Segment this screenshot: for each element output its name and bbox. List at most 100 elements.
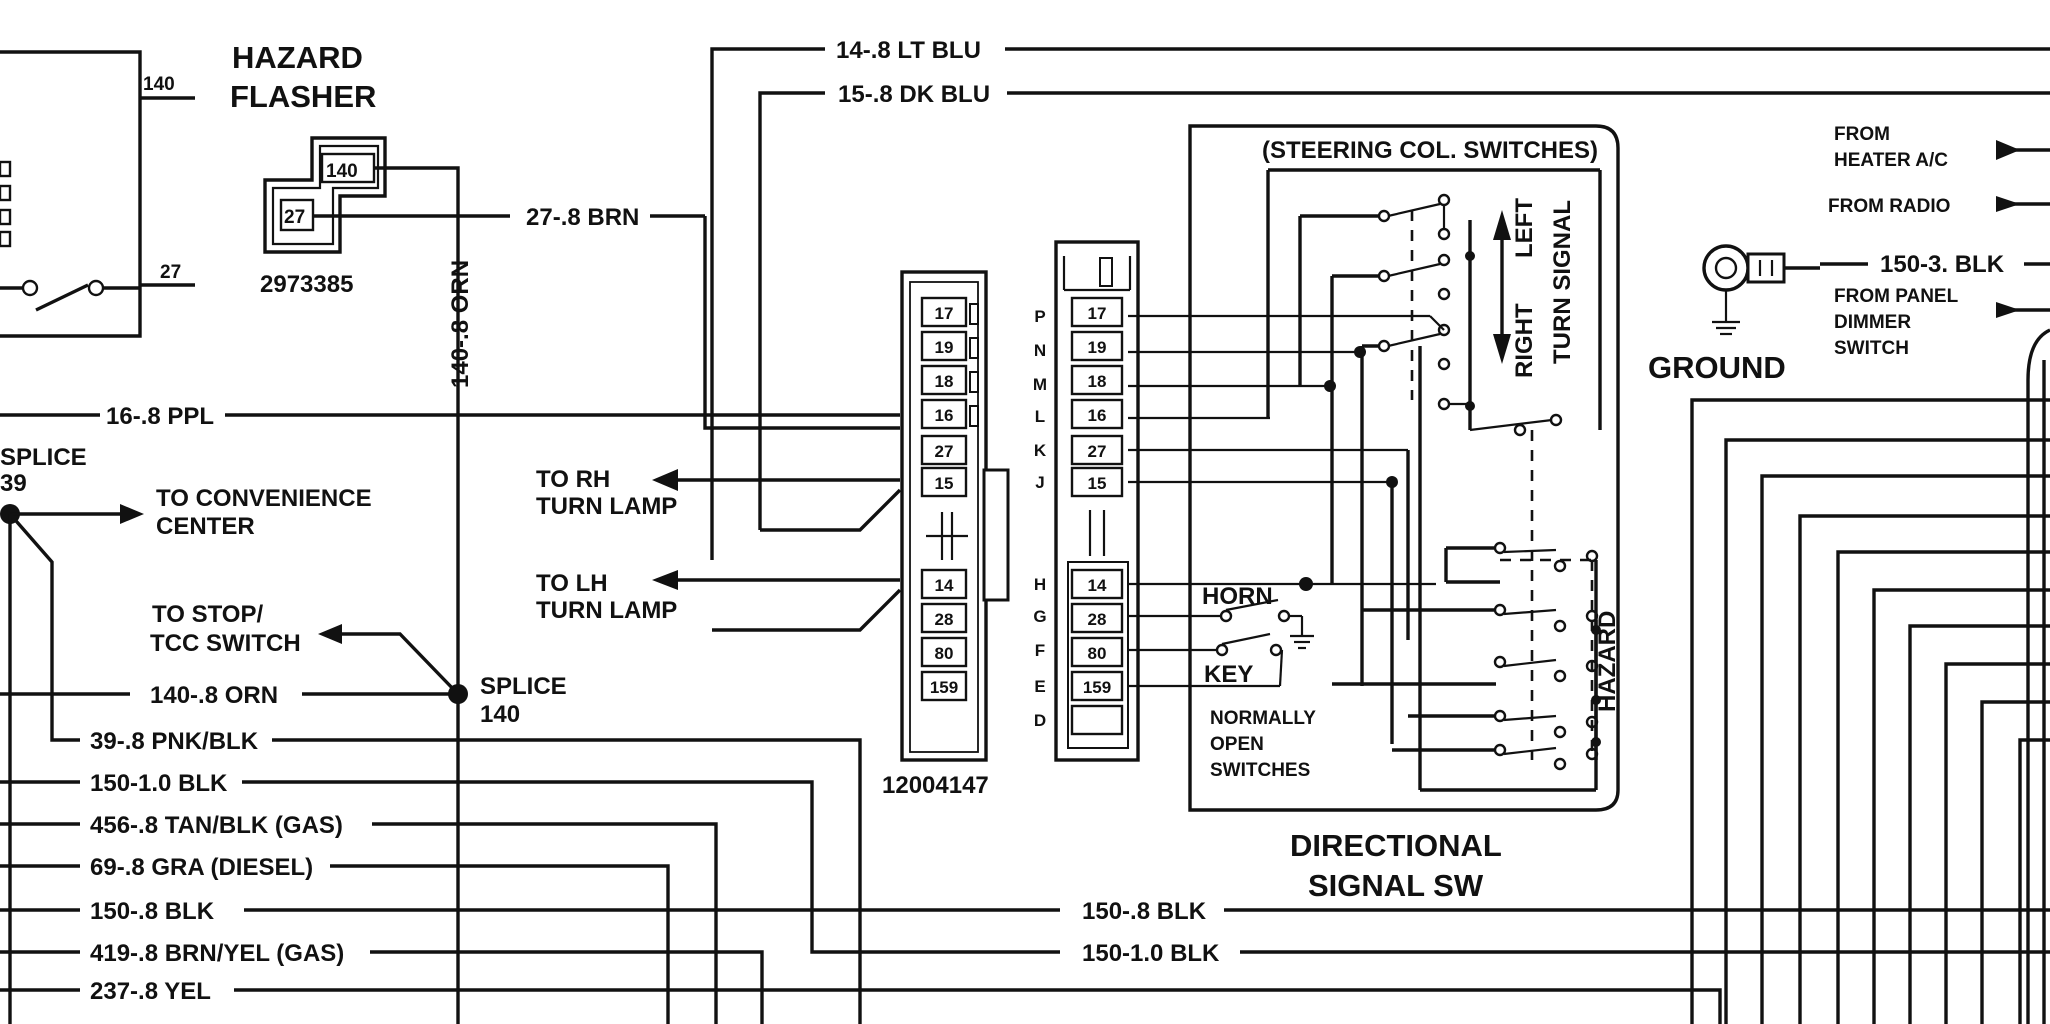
right-connector-cell-label: 18 (1088, 372, 1107, 391)
bundle-wire (1980, 700, 2050, 1024)
right-connector-cell-frame (1070, 398, 1124, 430)
ground-terminal-icon (1702, 244, 1820, 336)
left-connector-cell-frame (920, 364, 968, 396)
normally-open-label-3: SWITCHES (1210, 760, 1310, 781)
from-heater-label-1: FROM (1834, 124, 1890, 145)
bundle-wire (1724, 438, 2050, 1024)
bundle-wire (1690, 398, 2050, 1024)
right-connector-cell-frame (1070, 330, 1124, 362)
left-connector-cell-frame (920, 296, 968, 328)
pin-letter: M (1033, 375, 1047, 394)
right-connector-cell-frame (1070, 568, 1124, 600)
right-connector-cell-label: 17 (1088, 304, 1107, 323)
left-component-box: 140 27 (0, 50, 195, 338)
left-box-terminal-140: 140 (143, 74, 175, 95)
pin-letter: K (1034, 441, 1047, 460)
key-label: KEY (1204, 661, 1253, 688)
hazard-switch-blade (1503, 714, 1557, 722)
left-connector-cell-label: 14 (935, 576, 954, 595)
wire-label-237-yel: 237-.8 YEL (90, 978, 211, 1005)
pin-letter: H (1034, 575, 1046, 594)
wire-label-15-dk-blu: 15-.8 DK BLU (838, 81, 990, 108)
wire-label-150-1-0-blk-center: 150-1.0 BLK (1082, 940, 1220, 967)
hazard-contact (1493, 655, 1507, 669)
pin-letter: D (1034, 711, 1046, 730)
right-side-group: FROM HEATER A/C FROM RADIO 150-3. BLK FR… (1648, 124, 2050, 1024)
left-connector-cell-frame (920, 466, 968, 498)
hazard-switch-blade (1503, 548, 1557, 554)
pin-letter: J (1035, 473, 1044, 492)
hazard-junction (1591, 695, 1601, 705)
right-connector-cell-label: 15 (1088, 474, 1107, 493)
pin-letter: L (1035, 407, 1045, 426)
bundle-wire (1908, 624, 2050, 1024)
to-lh-label-1: TO LH (536, 570, 608, 597)
connector-part-number: 12004147 (882, 772, 989, 799)
left-connector-cell-label: 16 (935, 406, 954, 425)
to-stop-label-2: TCC SWITCH (150, 630, 301, 657)
to-rh-label-1: TO RH (536, 466, 610, 493)
right-connector-cell-frame (1070, 602, 1124, 634)
from-panel-label-3: SWITCH (1834, 338, 1909, 359)
from-panel-label-2: DIMMER (1834, 312, 1911, 333)
left-connector-cell-frame (920, 434, 968, 466)
left-connector-cell-label: 15 (935, 474, 954, 493)
normally-open-label-1: NORMALLY (1210, 708, 1316, 729)
hazard-switch-blade (1503, 658, 1557, 668)
left-connector-cell-frame (920, 398, 968, 430)
to-convenience-label-2: CENTER (156, 513, 255, 540)
right-connector-cell-label: 19 (1088, 338, 1107, 357)
right-connector-cell-label: 80 (1088, 644, 1107, 663)
to-stop-label-1: TO STOP/ (152, 601, 263, 628)
directional-signal-title-1: DIRECTIONAL (1290, 828, 1502, 863)
bundle-wire (1836, 550, 2050, 1024)
connector-latch (969, 371, 979, 393)
steering-column-switch-box: (STEERING COL. SWITCHES) LEFT RIGHT TURN… (1188, 124, 1621, 812)
left-connector-cell-label: 159 (930, 678, 958, 697)
wire-label-150-08-blk-center: 150-.8 BLK (1082, 898, 1207, 925)
bundle-wire (1872, 588, 2050, 1024)
hazard-contact (1553, 725, 1567, 739)
wire-label-39-pnk-blk: 39-.8 PNK/BLK (90, 728, 259, 755)
hazard-flasher: HAZARD FLASHER 140 27 2973385 (230, 40, 387, 298)
to-rh-label-2: TURN LAMP (536, 493, 677, 520)
flasher-pin-27: 27 (284, 207, 305, 228)
splice-39-label-1: SPLICE (0, 444, 87, 471)
normally-open-label-2: OPEN (1210, 734, 1264, 755)
bundle-wire (1944, 662, 2050, 1024)
splice-140-label-2: 140 (480, 701, 520, 728)
right-connector-cell-label: 16 (1088, 406, 1107, 425)
hazard-contact (1553, 619, 1567, 633)
from-heater-label-2: HEATER A/C (1834, 150, 1948, 171)
left-connector-cell-frame (920, 670, 968, 702)
left-connector-cell-label: 19 (935, 338, 954, 357)
wire-label-419-brn-yel: 419-.8 BRN/YEL (GAS) (90, 940, 344, 967)
right-connector-cell-label: 159 (1083, 678, 1111, 697)
splice-140-label-1: SPLICE (480, 673, 567, 700)
pin-letter: E (1034, 677, 1045, 696)
hazard-contact (1493, 709, 1507, 723)
left-connector-cell-label: 28 (935, 610, 954, 629)
wire-label-27-brn: 27-.8 BRN (526, 204, 639, 231)
from-panel-label-1: FROM PANEL (1834, 286, 1959, 307)
bundle-wire (2018, 738, 2050, 1024)
hazard-flasher-title-2: FLASHER (230, 79, 376, 114)
pin-letter: P (1034, 307, 1045, 326)
right-connector-cell-frame (1070, 434, 1124, 466)
hazard-flasher-title-1: HAZARD (232, 40, 363, 75)
to-lh-label-2: TURN LAMP (536, 597, 677, 624)
hazard-flasher-part-number: 2973385 (260, 271, 353, 298)
right-connector-cell-label: 14 (1088, 576, 1107, 595)
wire-label-14-lt-blu: 14-.8 LT BLU (836, 37, 981, 64)
pin-letter: F (1035, 641, 1045, 660)
left-connector-cell-frame (920, 602, 968, 634)
bundle-wire (1798, 514, 2050, 1024)
bundle-wire (1760, 474, 2050, 1024)
splice-140-dot (448, 684, 468, 704)
right-connector-cell-frame (1070, 466, 1124, 498)
hazard-contact (1553, 757, 1567, 771)
